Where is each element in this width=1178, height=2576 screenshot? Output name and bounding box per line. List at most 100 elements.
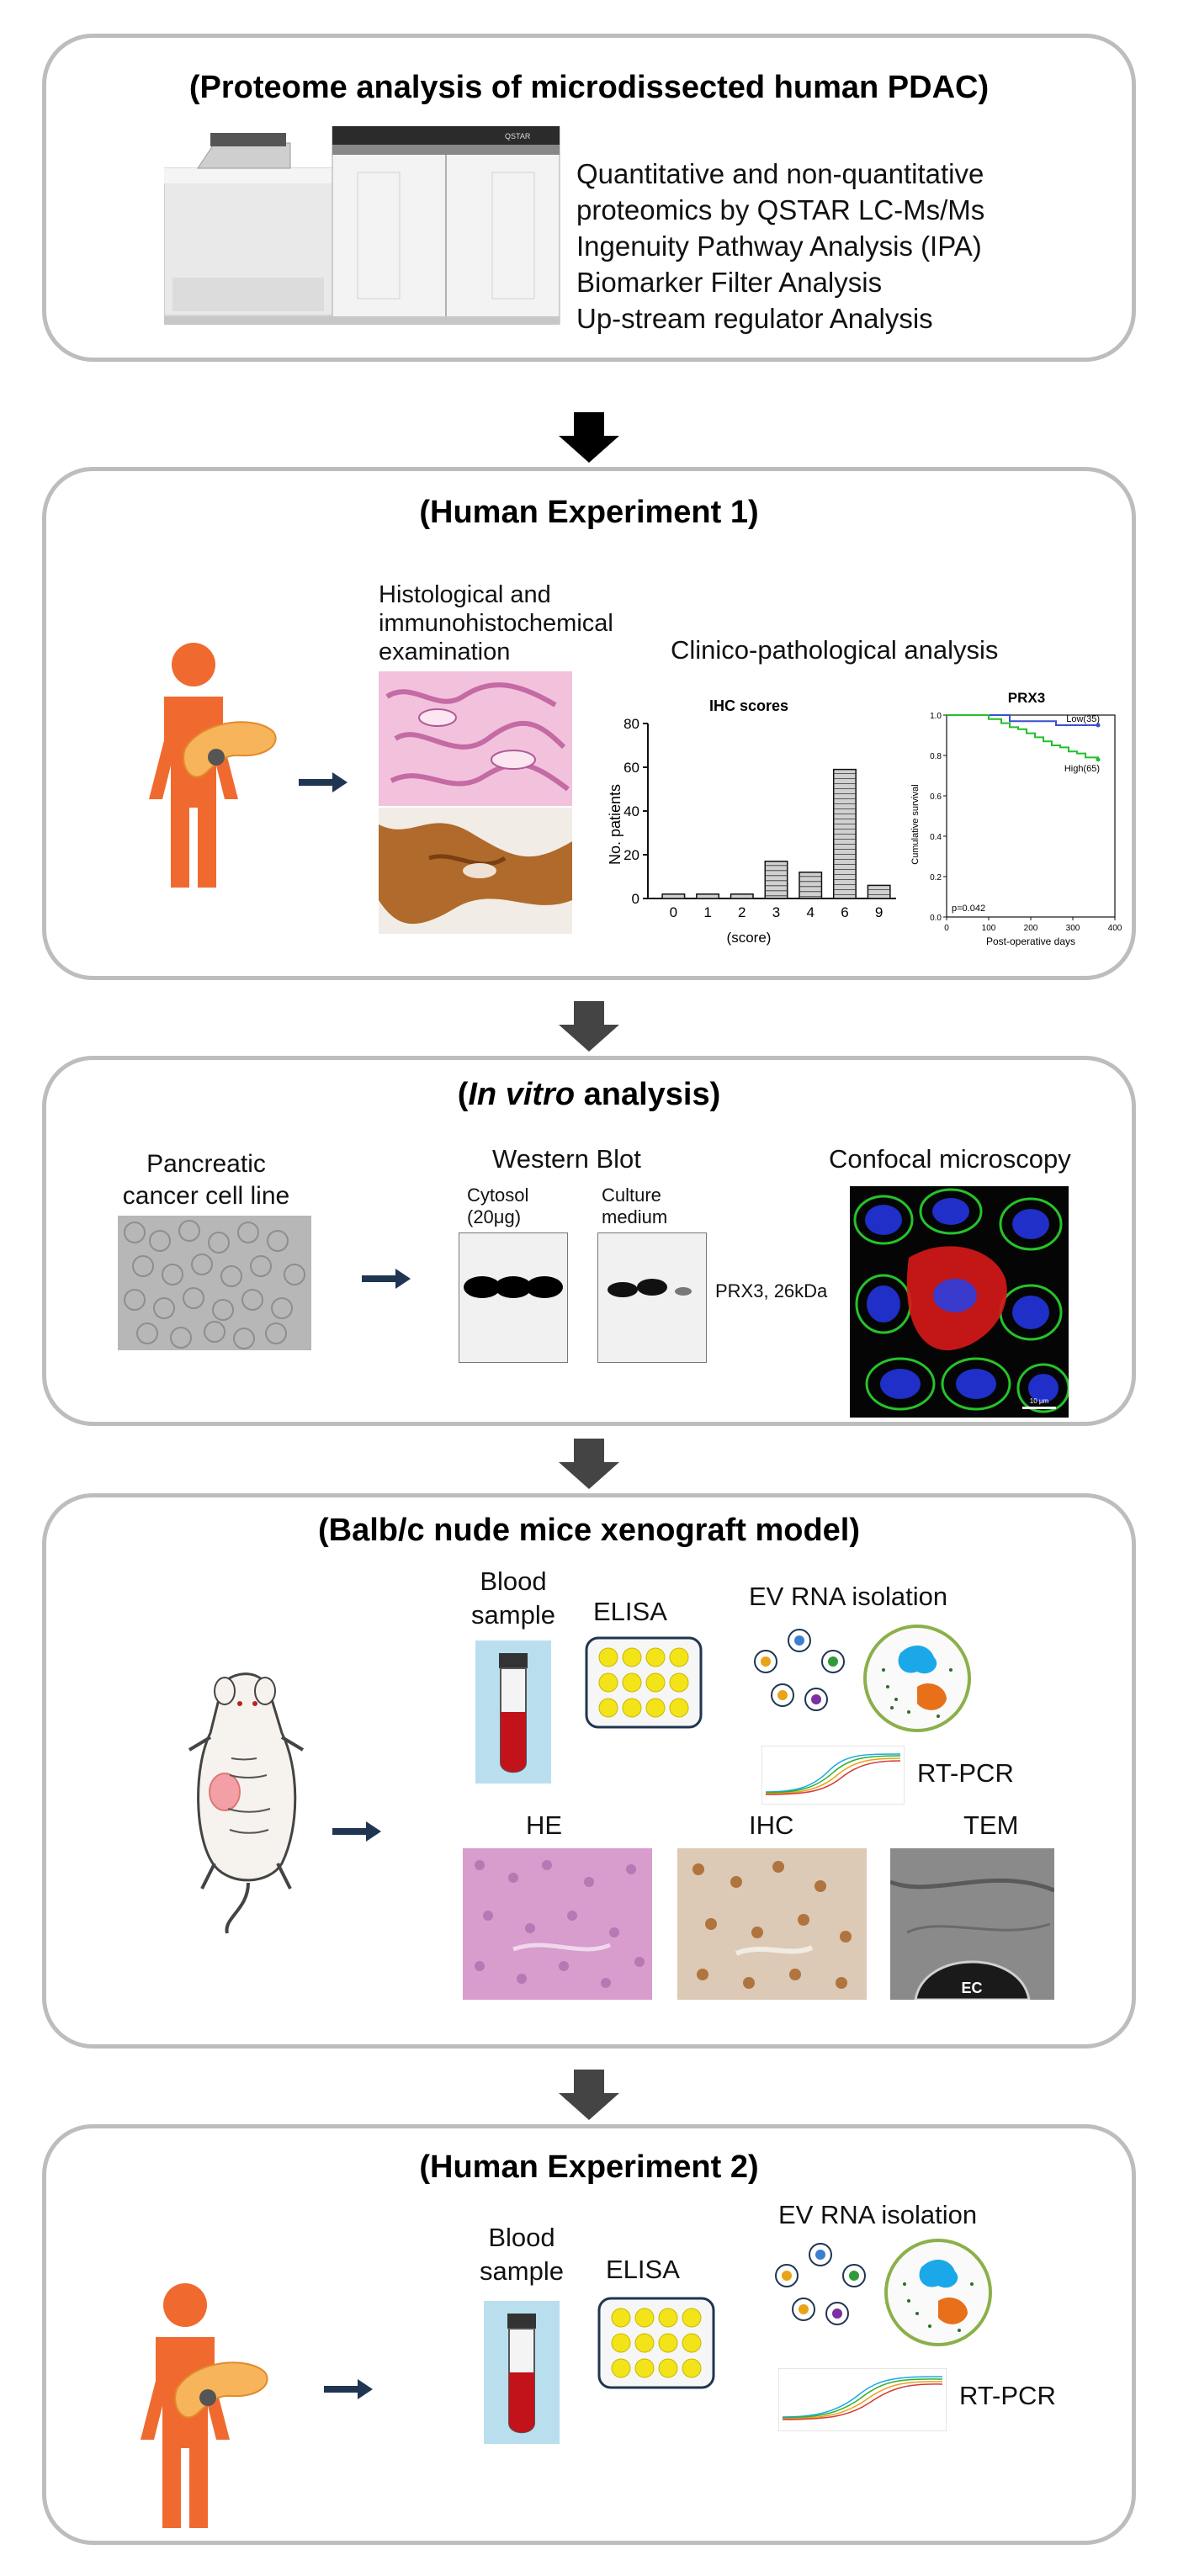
method-line-4: Biomarker Filter Analysis (576, 267, 883, 298)
method-line-2: proteomics by QSTAR LC-Ms/Ms (576, 194, 985, 225)
bar-chart-title: IHC scores (709, 697, 788, 714)
bar-y-tick-label: 40 (623, 803, 639, 819)
ev-vesicles-image-2 (775, 2239, 992, 2346)
mass-spectrometer-image: QSTAR (164, 126, 560, 325)
elisa-plate-image (585, 1636, 703, 1729)
confocal-image: 10 μm (850, 1186, 1069, 1418)
bar-chart-y-label: No. patients (607, 784, 623, 865)
human-experiment-2-panel: (Human Experiment 2) Blood sample ELISA … (42, 2124, 1136, 2545)
human-experiment-1-panel: (Human Experiment 1) Histological and im… (42, 467, 1136, 980)
bar-y-tick-label: 20 (623, 847, 639, 863)
bar-x-tick-label: 9 (875, 904, 883, 920)
flow-arrow-small-3 (332, 1821, 381, 1842)
in-vitro-panel: (In vitro analysis) Pancreatic cancer ce… (42, 1056, 1136, 1426)
bar-x-tick-label: 0 (670, 904, 677, 920)
km-x-tick-label: 200 (1024, 924, 1038, 933)
histology-label-line-1: Histological and (379, 581, 551, 608)
proteome-methods: Quantitative and non-quantitative proteo… (576, 156, 984, 337)
km-x-tick-label: 100 (982, 924, 996, 933)
bar-mark (696, 893, 720, 899)
in-vitro-title-open: ( (457, 1077, 469, 1112)
rtpcr-curves-image (761, 1746, 905, 1805)
culture-medium-label: Culture medium (602, 1185, 667, 1228)
elisa-label: ELISA (593, 1597, 667, 1626)
cell-culture-image (118, 1216, 311, 1350)
blood-sample-label-2: Blood sample (475, 2221, 568, 2288)
cell-line-label-line-2: cancer cell line (122, 1182, 290, 1210)
bar-mark (730, 893, 754, 899)
ev-rna-label-2: EV RNA isolation (778, 2200, 978, 2229)
rtpcr-label: RT-PCR (917, 1758, 1014, 1788)
blood-tube-image-2 (484, 2301, 560, 2444)
km-series-label: Low(35) (1066, 714, 1100, 724)
proteome-panel-title: (Proteome analysis of microdissected hum… (188, 70, 990, 105)
survival-chart-title: PRX3 (1008, 690, 1045, 706)
confocal-label: Confocal microscopy (829, 1144, 1071, 1174)
blood-sample-line-1: Blood (480, 1566, 547, 1596)
ev-rna-label: EV RNA isolation (749, 1582, 948, 1611)
method-line-5: Up-stream regulator Analysis (576, 303, 933, 334)
bar-x-tick-label: 2 (738, 904, 746, 920)
flow-arrow-small-2 (362, 1269, 411, 1289)
method-line-1: Quantitative and non-quantitative (576, 158, 984, 189)
ihc-stain-image (379, 808, 572, 934)
tem-ec-label: EC (961, 1980, 982, 1996)
km-x-tick-label: 300 (1066, 924, 1080, 933)
bar-y-tick-label: 60 (623, 760, 639, 776)
blood-tube-image (475, 1640, 551, 1784)
cytosol-label: Cytosol (20μg) (467, 1185, 528, 1228)
flow-arrow-small (299, 772, 348, 792)
cytosol-label-line-1: Cytosol (467, 1185, 529, 1206)
km-y-tick-label: 0.6 (930, 792, 942, 802)
western-blot-cytosol (459, 1232, 568, 1363)
histology-label-line-2: immunohistochemical (379, 610, 613, 637)
bar-x-tick-label: 3 (772, 904, 780, 920)
in-vitro-title-italic: In vitro (468, 1077, 576, 1112)
cell-line-label: Pancreatic cancer cell line (80, 1148, 332, 1212)
flow-arrow-2 (559, 1001, 619, 1052)
survival-chart-y-label: Cumulative survival (910, 784, 921, 864)
blood-sample-2-line-1: Blood (488, 2223, 555, 2252)
bar-x-tick-label: 4 (806, 904, 814, 920)
scale-bar-label: 10 μm (1030, 1397, 1049, 1405)
proteome-panel: (Proteome analysis of microdissected hum… (42, 34, 1136, 362)
mouse-image (188, 1672, 305, 1934)
human-figure-icon-2 (141, 2283, 268, 2528)
km-series-end (1096, 757, 1101, 762)
culture-medium-label-line-1: Culture (602, 1185, 661, 1206)
ihc-label: IHC (749, 1810, 794, 1840)
culture-medium-label-line-2: medium (602, 1206, 668, 1227)
instrument-brand: QSTAR (505, 132, 531, 140)
km-series-label: High(65) (1064, 764, 1100, 774)
survival-chart-pvalue: p=0.042 (952, 904, 985, 914)
blood-sample-label: Blood sample (467, 1565, 560, 1632)
elisa-label-2: ELISA (606, 2255, 680, 2284)
in-vitro-title: (In vitro analysis) (46, 1077, 1132, 1113)
km-x-tick-label: 400 (1108, 924, 1122, 933)
survival-chart-x-label: Post-operative days (986, 936, 1075, 947)
he-stain-image (379, 671, 572, 806)
xenograft-title: (Balb/c nude mice xenograft model) (318, 1513, 860, 1548)
histology-label: Histological and immunohistochemical exa… (379, 580, 613, 666)
rtpcr-curves-image-2 (778, 2368, 947, 2431)
human-figure-icon (149, 643, 277, 888)
km-y-tick-label: 0.0 (930, 914, 942, 923)
km-plot-frame (946, 714, 1116, 918)
rtpcr-label-2: RT-PCR (959, 2381, 1056, 2410)
in-vitro-title-rest: analysis) (575, 1077, 721, 1112)
blood-sample-line-2: sample (471, 1600, 555, 1630)
human-experiment-2-title: (Human Experiment 2) (419, 2149, 759, 2185)
elisa-plate-image-2 (597, 2297, 715, 2389)
km-series-line (947, 714, 1098, 726)
bar-chart-x-label: (score) (727, 930, 772, 946)
km-series-end (1096, 723, 1101, 728)
bar-y-tick-label: 80 (623, 716, 639, 732)
cytosol-label-line-2: (20μg) (467, 1206, 522, 1227)
flow-arrow-small-4 (324, 2379, 373, 2399)
ihc-score-bar-chart: IHC scores No. patients (score) 0 20 40 60 8… (607, 697, 896, 946)
mouse-tem-image: EC (890, 1848, 1054, 2000)
km-y-tick-label: 1.0 (930, 712, 942, 721)
prx3-band-label: PRX3, 26kDa (715, 1280, 828, 1301)
survival-curve-chart: PRX3 Cumulative survival Post-operative … (910, 690, 1122, 947)
method-line-3: Ingenuity Pathway Analysis (IPA) (576, 231, 982, 262)
